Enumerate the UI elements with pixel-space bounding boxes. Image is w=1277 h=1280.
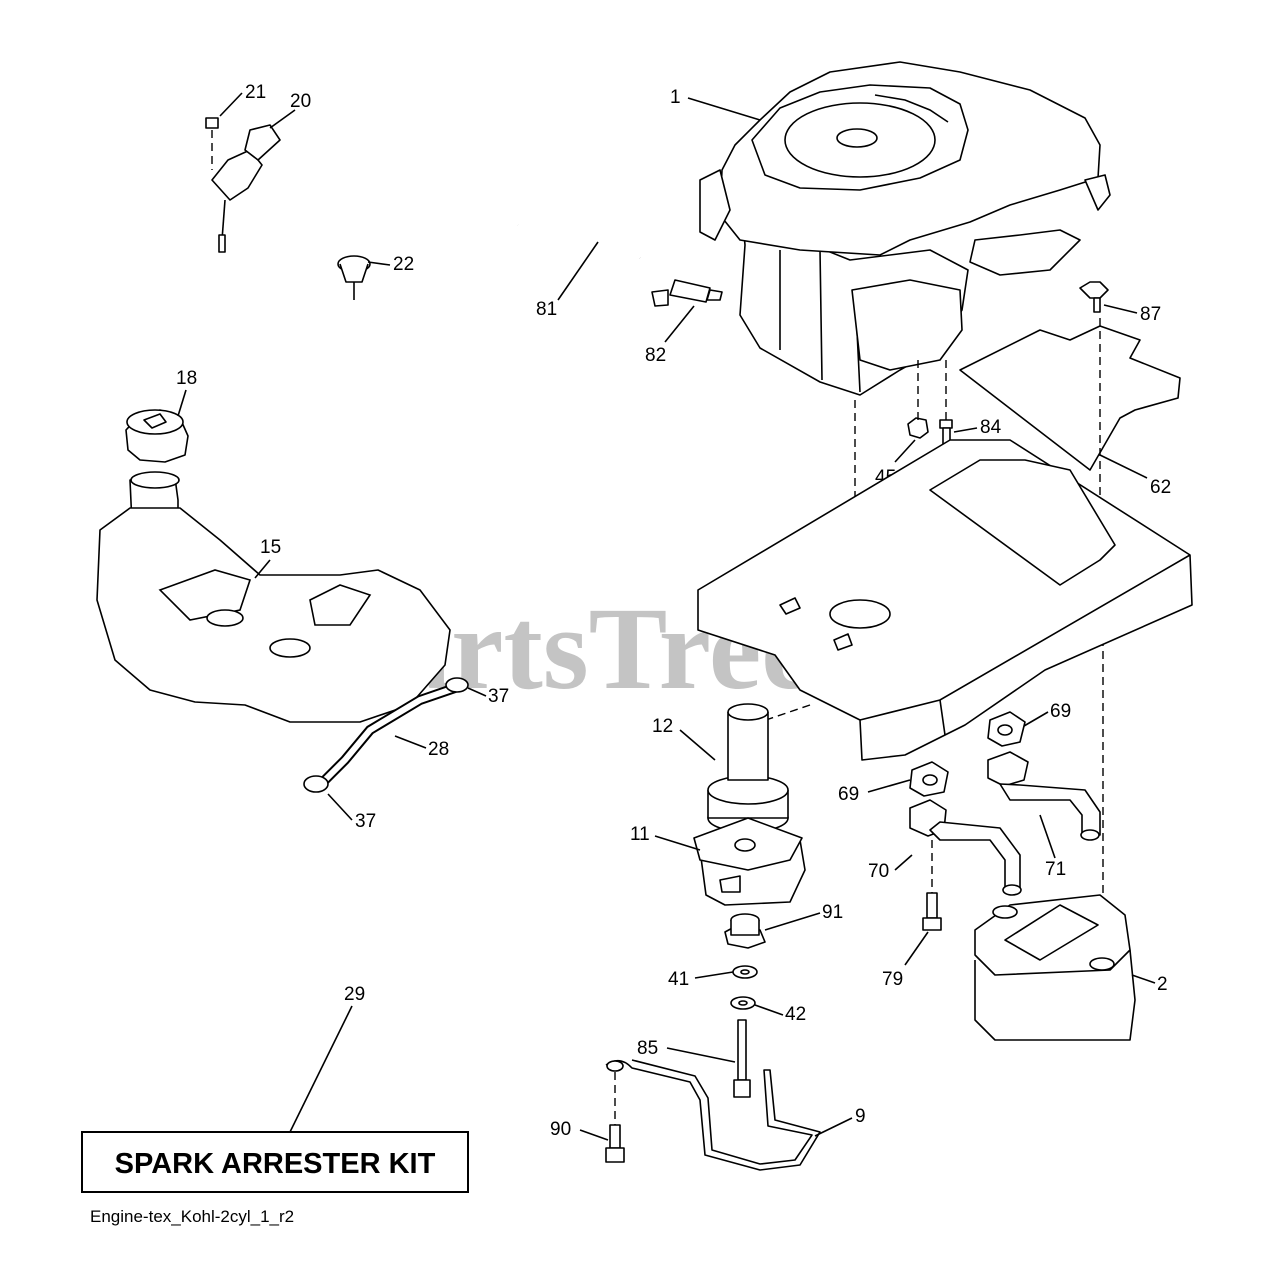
fuel-cap-18-part[interactable] <box>125 409 189 463</box>
gasket-69-left-part[interactable] <box>909 761 949 797</box>
exhaust-pipe-70-part[interactable] <box>909 799 1022 896</box>
callout-84: 84 <box>980 417 1002 438</box>
diagram-reference: Engine-tex_Kohl-2cyl_1_r2 <box>90 1207 294 1226</box>
callout-28: 28 <box>428 739 449 760</box>
fuel-tank-15-part[interactable] <box>96 471 451 723</box>
screw-21-part[interactable] <box>205 117 219 170</box>
callout-82: 82 <box>645 345 666 366</box>
callout-22: 22 <box>393 254 414 275</box>
nut-45-part[interactable] <box>907 417 929 439</box>
callout-79: 79 <box>882 969 903 990</box>
callout-20: 20 <box>290 91 311 112</box>
screw-87-part[interactable] <box>1079 281 1109 313</box>
callout-69-left: 69 <box>838 784 859 805</box>
callout-85: 85 <box>637 1038 658 1059</box>
engine-part[interactable] <box>699 61 1111 396</box>
pulley-12-part[interactable] <box>707 703 789 833</box>
frame-part[interactable] <box>697 439 1193 761</box>
callout-41: 41 <box>668 969 689 990</box>
clamp-37-lower-part[interactable] <box>303 775 329 793</box>
bolt-85-part[interactable] <box>733 1019 751 1098</box>
callout-2: 2 <box>1157 974 1168 995</box>
spark-arrester-kit-box[interactable] <box>81 1131 469 1193</box>
callout-90: 90 <box>550 1119 571 1140</box>
callout-1: 1 <box>670 87 681 108</box>
callout-37-lower: 37 <box>355 811 376 832</box>
callout-62: 62 <box>1150 477 1171 498</box>
knob-22-part[interactable] <box>337 255 371 300</box>
callout-81: 81 <box>536 299 557 320</box>
screw-79-part[interactable] <box>922 840 942 931</box>
bracket-9-part[interactable] <box>605 1059 821 1171</box>
callout-70: 70 <box>868 861 889 882</box>
clutch-11-part[interactable] <box>693 817 806 906</box>
callout-69-right: 69 <box>1050 701 1071 722</box>
callout-42: 42 <box>785 1004 806 1025</box>
throttle-control-part[interactable] <box>211 124 281 253</box>
callout-37-upper: 37 <box>488 686 509 707</box>
callout-71: 71 <box>1045 859 1066 880</box>
washer-41-part[interactable] <box>732 965 758 979</box>
callout-15: 15 <box>260 537 281 558</box>
callout-18: 18 <box>176 368 197 389</box>
spark-arrester-kit-label: SPARK ARRESTER KIT <box>115 1148 436 1180</box>
callout-91: 91 <box>822 902 843 923</box>
washer-42-part[interactable] <box>730 996 756 1010</box>
muffler-2-part[interactable] <box>974 894 1136 1041</box>
gasket-69-right-part[interactable] <box>987 711 1026 747</box>
fuel-filter-82-part[interactable] <box>651 279 723 307</box>
callout-29: 29 <box>344 984 365 1005</box>
clamp-37-upper-part[interactable] <box>445 677 469 693</box>
callout-9: 9 <box>855 1106 866 1127</box>
callout-11: 11 <box>630 824 650 845</box>
callout-87: 87 <box>1140 304 1161 325</box>
spacer-91-part[interactable] <box>724 913 766 949</box>
bolt-90-part[interactable] <box>605 1072 625 1163</box>
callout-21: 21 <box>245 82 266 103</box>
callout-12: 12 <box>652 716 673 737</box>
exhaust-pipe-71-part[interactable] <box>987 751 1101 841</box>
heat-shield-62-part[interactable] <box>959 325 1181 471</box>
